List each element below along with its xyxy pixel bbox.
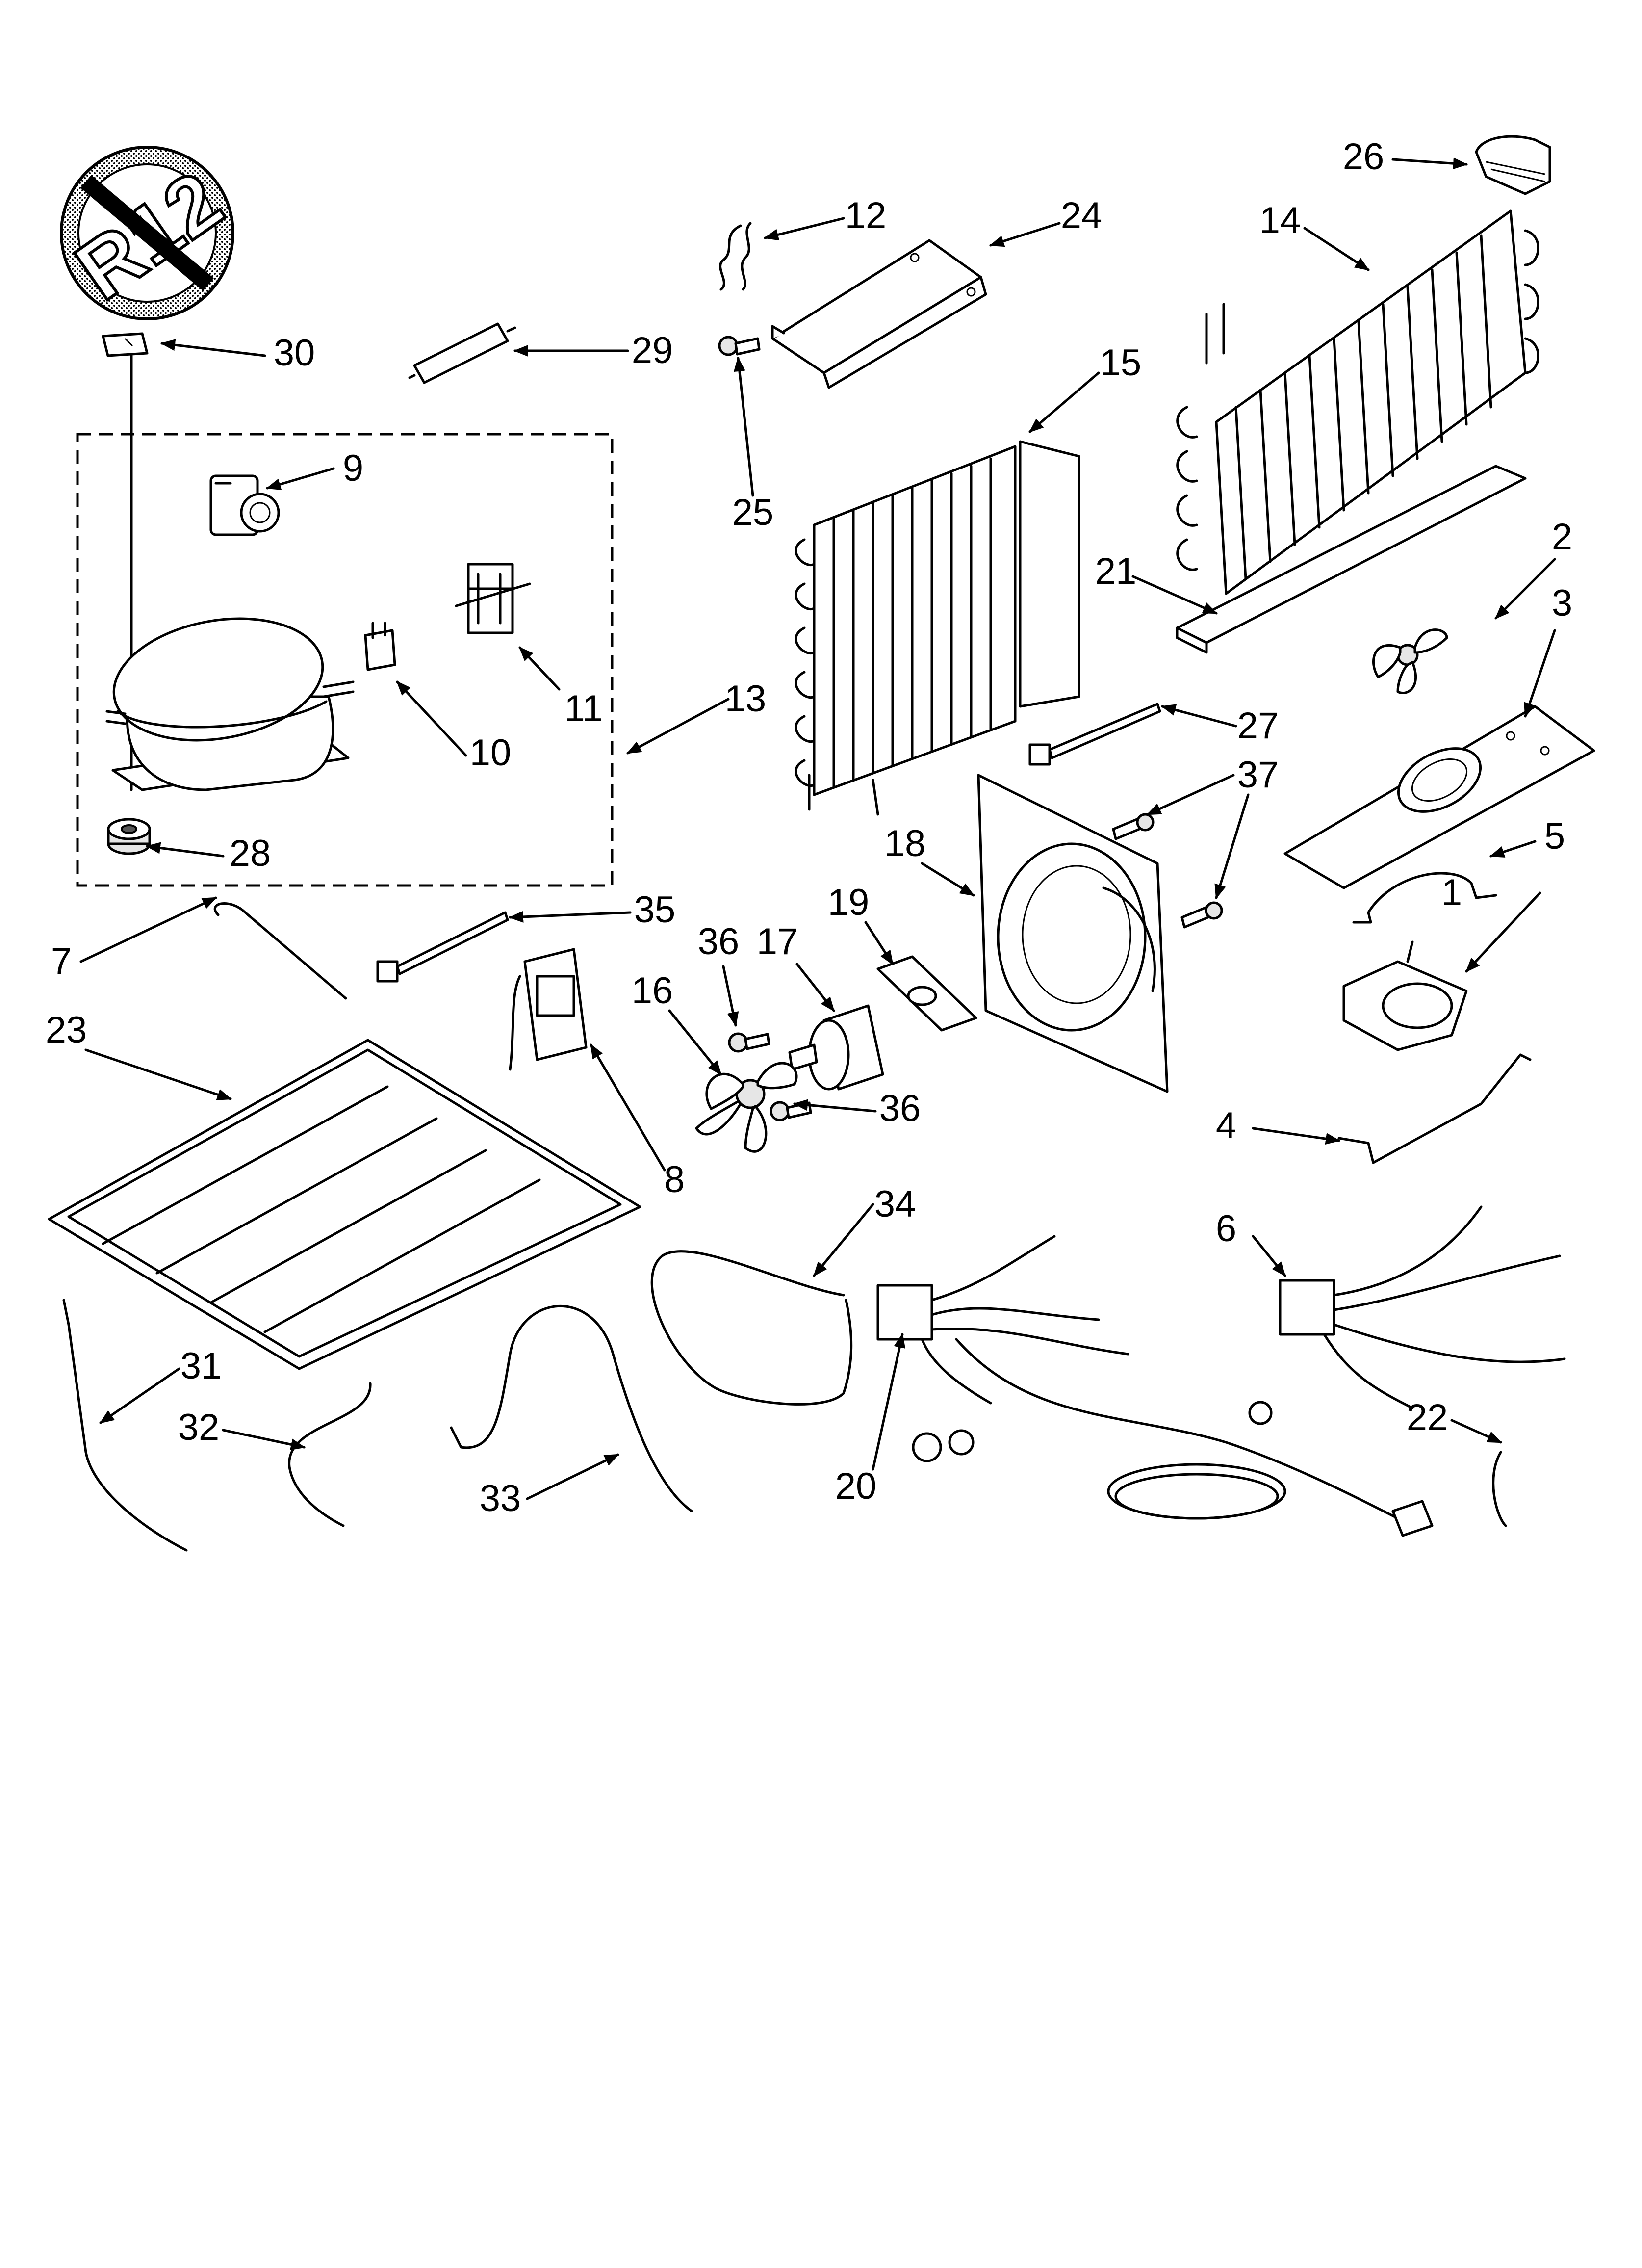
callout-33: 33 xyxy=(480,1478,521,1519)
callout-27: 27 xyxy=(1237,705,1279,747)
callout-26: 26 xyxy=(1343,136,1385,178)
callout-arrows xyxy=(79,157,1556,1500)
timer-bracket xyxy=(1337,1053,1532,1164)
callout-7: 7 xyxy=(51,940,72,982)
callout-16: 16 xyxy=(632,970,673,1012)
fan-blade xyxy=(1372,628,1448,694)
callout-1: 1 xyxy=(1441,872,1462,913)
cable-tie-2 xyxy=(376,911,509,983)
callout-28: 28 xyxy=(230,833,271,874)
screws xyxy=(1112,813,1223,929)
fan-shroud xyxy=(977,774,1169,1093)
callout-29: 29 xyxy=(632,330,673,371)
callout-13: 13 xyxy=(725,678,767,720)
callout-14: 14 xyxy=(1259,200,1301,241)
callout-31: 31 xyxy=(180,1345,222,1387)
callout-19: 19 xyxy=(828,882,870,923)
callout-11: 11 xyxy=(564,688,603,730)
callout-20: 20 xyxy=(835,1465,877,1507)
callout-32: 32 xyxy=(178,1407,220,1448)
callout-labels: 1 2 3 4 5 6 7 8 9 10 11 12 13 14 15 16 1… xyxy=(46,136,1572,1519)
callout-4: 4 xyxy=(1216,1105,1236,1147)
relay xyxy=(209,474,280,536)
dryer xyxy=(408,322,516,384)
callout-15: 15 xyxy=(1100,342,1142,384)
screw xyxy=(718,336,761,356)
callout-6: 6 xyxy=(1216,1208,1236,1250)
tubing-clip xyxy=(719,222,752,291)
label-plate xyxy=(102,332,149,791)
defrost-control xyxy=(509,948,588,1071)
callout-24: 24 xyxy=(1061,195,1103,236)
no-r12-icon: R12 xyxy=(58,146,240,320)
callout-36-upper: 36 xyxy=(698,921,740,963)
cable-tie xyxy=(1028,703,1161,766)
callout-34: 34 xyxy=(874,1183,916,1225)
cap xyxy=(1475,135,1551,195)
callout-21: 21 xyxy=(1095,550,1137,592)
evaporator xyxy=(1176,209,1539,595)
grommet xyxy=(107,818,151,855)
hose xyxy=(288,1382,372,1527)
overload-cover xyxy=(455,563,531,634)
callout-36-lower: 36 xyxy=(879,1088,921,1129)
callout-17: 17 xyxy=(757,921,798,963)
tube-33 xyxy=(450,1304,693,1512)
wire-harness xyxy=(876,1235,1434,1537)
callout-9: 9 xyxy=(343,447,363,489)
overload xyxy=(364,622,396,671)
condenser-bracket xyxy=(771,239,987,389)
callout-30: 30 xyxy=(274,332,315,374)
callout-35: 35 xyxy=(634,889,676,931)
callout-2: 2 xyxy=(1552,516,1572,558)
drain-pan xyxy=(48,1039,641,1370)
callout-3: 3 xyxy=(1552,582,1572,624)
callout-18: 18 xyxy=(884,823,926,864)
callout-37: 37 xyxy=(1237,754,1279,796)
wire-harness-22 xyxy=(1248,1205,1566,1527)
evaporator-tray xyxy=(1176,465,1527,654)
callout-22: 22 xyxy=(1407,1397,1448,1438)
callout-23: 23 xyxy=(46,1009,87,1051)
compressor-group-box xyxy=(76,433,614,887)
mounting-plate xyxy=(876,955,977,1032)
drain-tube-31 xyxy=(62,1299,188,1552)
fan-bracket xyxy=(1283,705,1595,889)
callout-25: 25 xyxy=(732,492,774,533)
motor-bracket xyxy=(1352,872,1497,924)
compressor xyxy=(105,617,355,791)
defrost-timer xyxy=(1342,940,1468,1051)
drain-tube xyxy=(213,902,347,1000)
condenser-fan-blade xyxy=(695,1062,798,1153)
callout-12: 12 xyxy=(845,195,887,236)
gasket-loop xyxy=(650,1250,853,1406)
callout-5: 5 xyxy=(1544,815,1565,857)
fan-motor xyxy=(788,1004,884,1091)
callout-10: 10 xyxy=(470,732,512,774)
callout-8: 8 xyxy=(664,1159,685,1200)
condenser xyxy=(795,440,1080,816)
